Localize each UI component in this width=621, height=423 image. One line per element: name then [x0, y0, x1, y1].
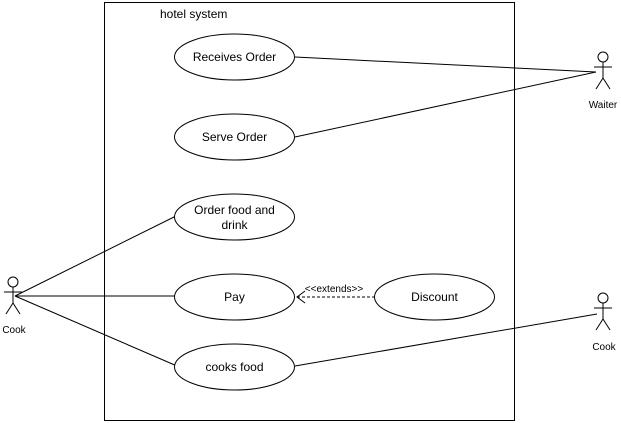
cook-left-stick-figure-icon: [4, 276, 22, 315]
actor-cook-left[interactable]: Cook: [2, 276, 27, 336]
use-case-pay-label: Pay: [224, 290, 245, 304]
use-case-serve-order-shape: [174, 113, 295, 161]
use-case-cooks-food-label: cooks food: [205, 360, 263, 374]
use-case-pay-shape: [174, 273, 295, 321]
use-case-cooks-food[interactable]: cooks food: [174, 343, 295, 391]
system-boundary: [104, 2, 515, 421]
use-case-receives-order[interactable]: Receives Order: [174, 33, 295, 81]
use-case-receives-order-shape: [174, 33, 295, 81]
use-case-pay[interactable]: Pay: [174, 273, 295, 321]
use-case-receives-order-label: Receives Order: [193, 50, 276, 64]
waiter-stick-figure-icon: [594, 51, 612, 90]
use-case-order-food-label-1: Order food and: [194, 203, 275, 217]
use-case-discount-shape: [374, 273, 495, 321]
actor-cook-right[interactable]: Cook: [592, 292, 617, 353]
actor-cook-right-label: Cook: [592, 342, 616, 353]
assoc-cook-right-cooks-food: [294, 313, 598, 367]
use-case-serve-order[interactable]: Serve Order: [174, 113, 295, 161]
assoc-waiter-serve-order: [294, 71, 597, 138]
use-case-order-food-label-2: drink: [221, 218, 248, 232]
use-case-discount[interactable]: Discount: [374, 273, 495, 321]
extends-label: <<extends>>: [305, 284, 364, 295]
extends-arrowhead: [296, 290, 306, 304]
system-title: hotel system: [160, 7, 227, 21]
use-case-discount-label: Discount: [411, 290, 458, 304]
actor-cook-left-label: Cook: [2, 325, 26, 336]
assoc-waiter-receives-order: [294, 56, 597, 73]
actor-waiter-label: Waiter: [589, 100, 618, 111]
cook-right-stick-figure-icon: [594, 292, 612, 331]
use-case-order-food-shape: [174, 193, 295, 241]
assoc-cook-order-food: [14, 215, 177, 297]
use-case-cooks-food-shape: [174, 343, 295, 391]
use-case-serve-order-label: Serve Order: [202, 130, 267, 144]
use-case-order-food[interactable]: Order food and drink: [174, 193, 295, 241]
actor-waiter[interactable]: Waiter: [589, 51, 618, 111]
assoc-cook-cooks-food: [14, 295, 178, 367]
